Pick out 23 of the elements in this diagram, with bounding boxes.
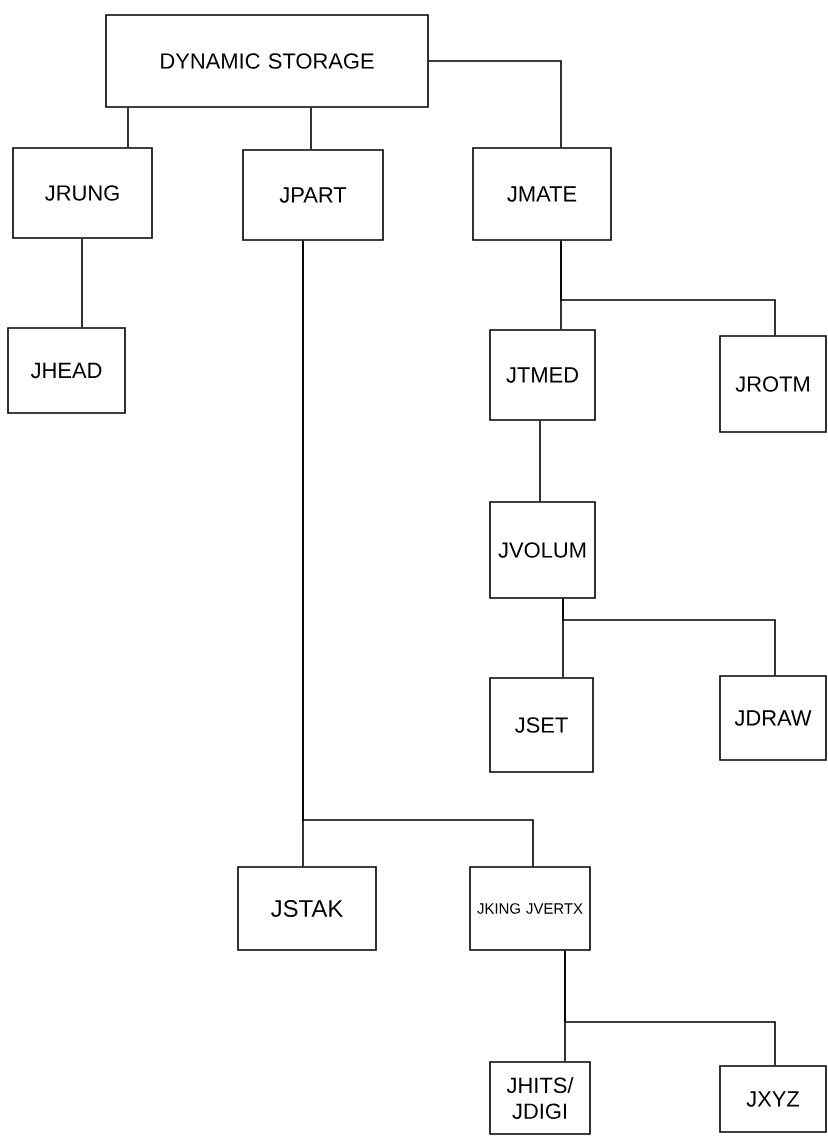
process-box: JDRAW xyxy=(719,675,827,761)
process-box: DYNAMIC STORAGE xyxy=(105,14,429,108)
connector-line xyxy=(302,240,534,867)
process-box: JXYZ xyxy=(719,1065,827,1133)
connector-line xyxy=(562,598,776,676)
process-box: JKING JVERTX xyxy=(469,866,591,951)
connector-line xyxy=(127,107,129,148)
process-box: JSET xyxy=(489,677,594,773)
process-box: JSTAK xyxy=(237,866,377,951)
process-box: JTMED xyxy=(489,329,596,421)
process-box: JHITS/ JDIGI xyxy=(489,1061,591,1135)
connector-line xyxy=(560,240,776,336)
connector-line xyxy=(539,420,541,502)
connector-line xyxy=(81,238,83,328)
process-box: JROTM xyxy=(719,335,827,433)
process-box: JVOLUM xyxy=(489,501,596,599)
connector-line xyxy=(310,107,312,150)
process-box: JMATE xyxy=(472,147,612,241)
connector-line xyxy=(564,950,776,1066)
connector-line xyxy=(428,60,562,148)
process-box: JPART xyxy=(242,149,384,241)
process-box: JHEAD xyxy=(7,327,126,414)
process-box: JRUNG xyxy=(12,147,153,239)
